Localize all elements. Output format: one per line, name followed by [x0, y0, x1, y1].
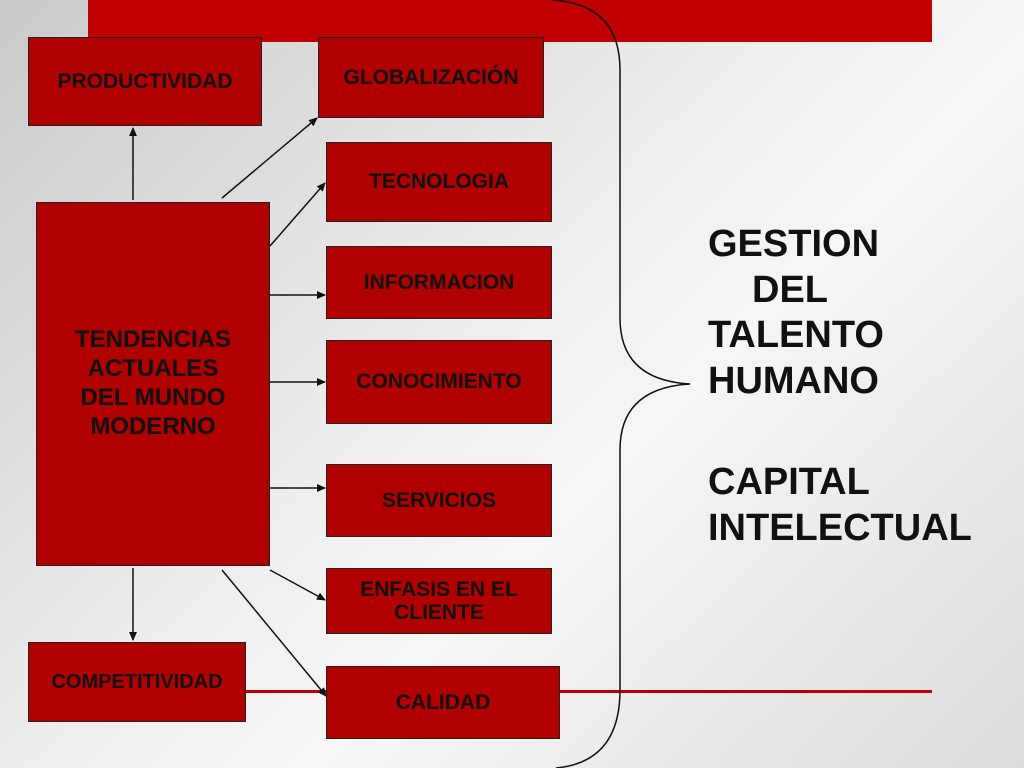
curly-brace	[551, 0, 691, 768]
box-tendencias: TENDENCIAS ACTUALES DEL MUNDO MODERNO	[36, 202, 270, 566]
box-globalizacion: GLOBALIZACIÓN	[318, 37, 544, 118]
box-competitividad: COMPETITIVIDAD	[28, 642, 246, 722]
enfasis-line-1: ENFASIS EN EL	[360, 577, 518, 601]
gestion-line-4: HUMANO	[708, 359, 879, 402]
gestion-line-3: TALENTO	[708, 314, 884, 357]
capital-intelectual-text: CAPITAL INTELECTUAL	[708, 460, 1008, 551]
arrow-to-enfasis	[269, 569, 326, 601]
tendencias-line-4: MODERNO	[90, 412, 216, 440]
box-calidad: CALIDAD	[326, 666, 560, 739]
box-informacion: INFORMACION	[326, 246, 552, 319]
box-productividad: PRODUCTIVIDAD	[28, 37, 262, 126]
capital-line-2: INTELECTUAL	[708, 506, 972, 549]
tendencias-line-3: DEL MUNDO	[80, 384, 226, 411]
gestion-line-2: DEL	[752, 268, 828, 311]
arrow-to-globalizacion	[221, 117, 318, 199]
top-accent-bar	[88, 0, 932, 42]
bottom-accent-line	[246, 690, 932, 693]
arrow-to-tecnologia	[269, 182, 326, 247]
box-conocimiento: CONOCIMIENTO	[326, 340, 552, 424]
box-enfasis-cliente: ENFASIS EN EL CLIENTE	[326, 568, 552, 634]
gestion-talento-humano-text: GESTION DEL TALENTO HUMANO	[708, 222, 1008, 404]
tendencias-line-2: ACTUALES	[87, 355, 219, 383]
box-servicios: SERVICIOS	[326, 464, 552, 537]
gestion-line-1: GESTION	[708, 223, 880, 265]
capital-line-1: CAPITAL	[708, 461, 870, 503]
tendencias-line-1: TENDENCIAS	[74, 326, 231, 354]
enfasis-line-2: CLIENTE	[394, 601, 484, 624]
box-tecnologia: TECNOLOGIA	[326, 142, 552, 222]
arrow-to-calidad	[221, 569, 327, 697]
